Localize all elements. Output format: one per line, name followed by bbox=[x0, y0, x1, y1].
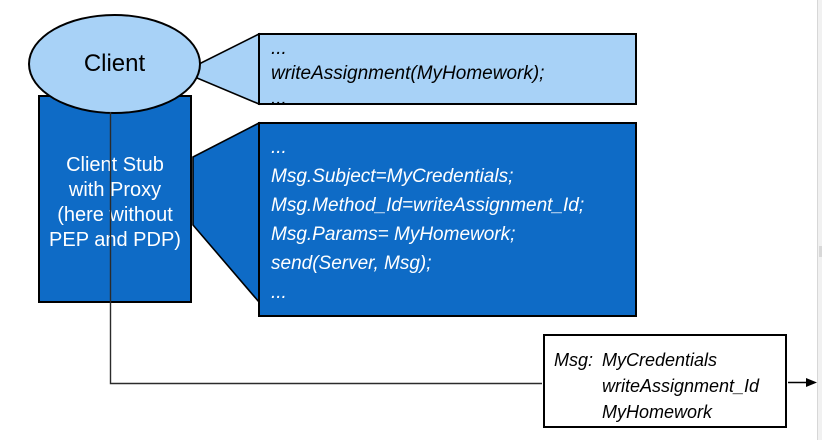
message-box: Msg: MyCredentials writeAssignment_Id My… bbox=[543, 334, 787, 428]
message-value: writeAssignment_Id bbox=[602, 376, 760, 396]
code-line: Msg.Params= MyHomework; bbox=[271, 224, 516, 245]
call-snippet-pointer bbox=[196, 32, 260, 106]
code-line: ... bbox=[271, 88, 287, 109]
code-line: ... bbox=[271, 282, 287, 303]
client-stub-label-line: (here without bbox=[57, 204, 173, 226]
scrollbar-thumb[interactable] bbox=[819, 246, 822, 257]
message-values: MyCredentials writeAssignment_Id MyHomew… bbox=[602, 347, 759, 426]
call-snippet-box: ... writeAssignment(MyHomework); ... bbox=[258, 33, 637, 109]
client-label: Client bbox=[83, 50, 146, 77]
stub-snippet-pointer bbox=[192, 121, 260, 305]
client-stub-label-line: with Proxy bbox=[68, 179, 162, 201]
client-node: Client bbox=[28, 14, 201, 114]
scrollbar-track[interactable] bbox=[817, 0, 822, 440]
stub-snippet-box: ... Msg.Subject=MyCredentials; Msg.Metho… bbox=[258, 122, 637, 317]
code-line: ... bbox=[271, 137, 287, 158]
code-line: writeAssignment(MyHomework); bbox=[271, 63, 545, 84]
message-value: MyHomework bbox=[602, 402, 713, 422]
code-line: send(Server, Msg); bbox=[271, 253, 432, 274]
arrow-right-icon bbox=[806, 378, 817, 387]
client-stub-label-line: Client Stub bbox=[66, 154, 164, 176]
message-label: Msg: bbox=[554, 350, 594, 370]
message-value: MyCredentials bbox=[602, 350, 718, 370]
client-stub-label-line: PEP and PDP) bbox=[49, 229, 181, 251]
code-line: Msg.Subject=MyCredentials; bbox=[271, 166, 514, 187]
code-line: ... bbox=[271, 38, 287, 59]
code-line: Msg.Method_Id=writeAssignment_Id; bbox=[271, 195, 585, 216]
client-stub-node: Client Stub with Proxy (here without PEP… bbox=[38, 95, 192, 303]
